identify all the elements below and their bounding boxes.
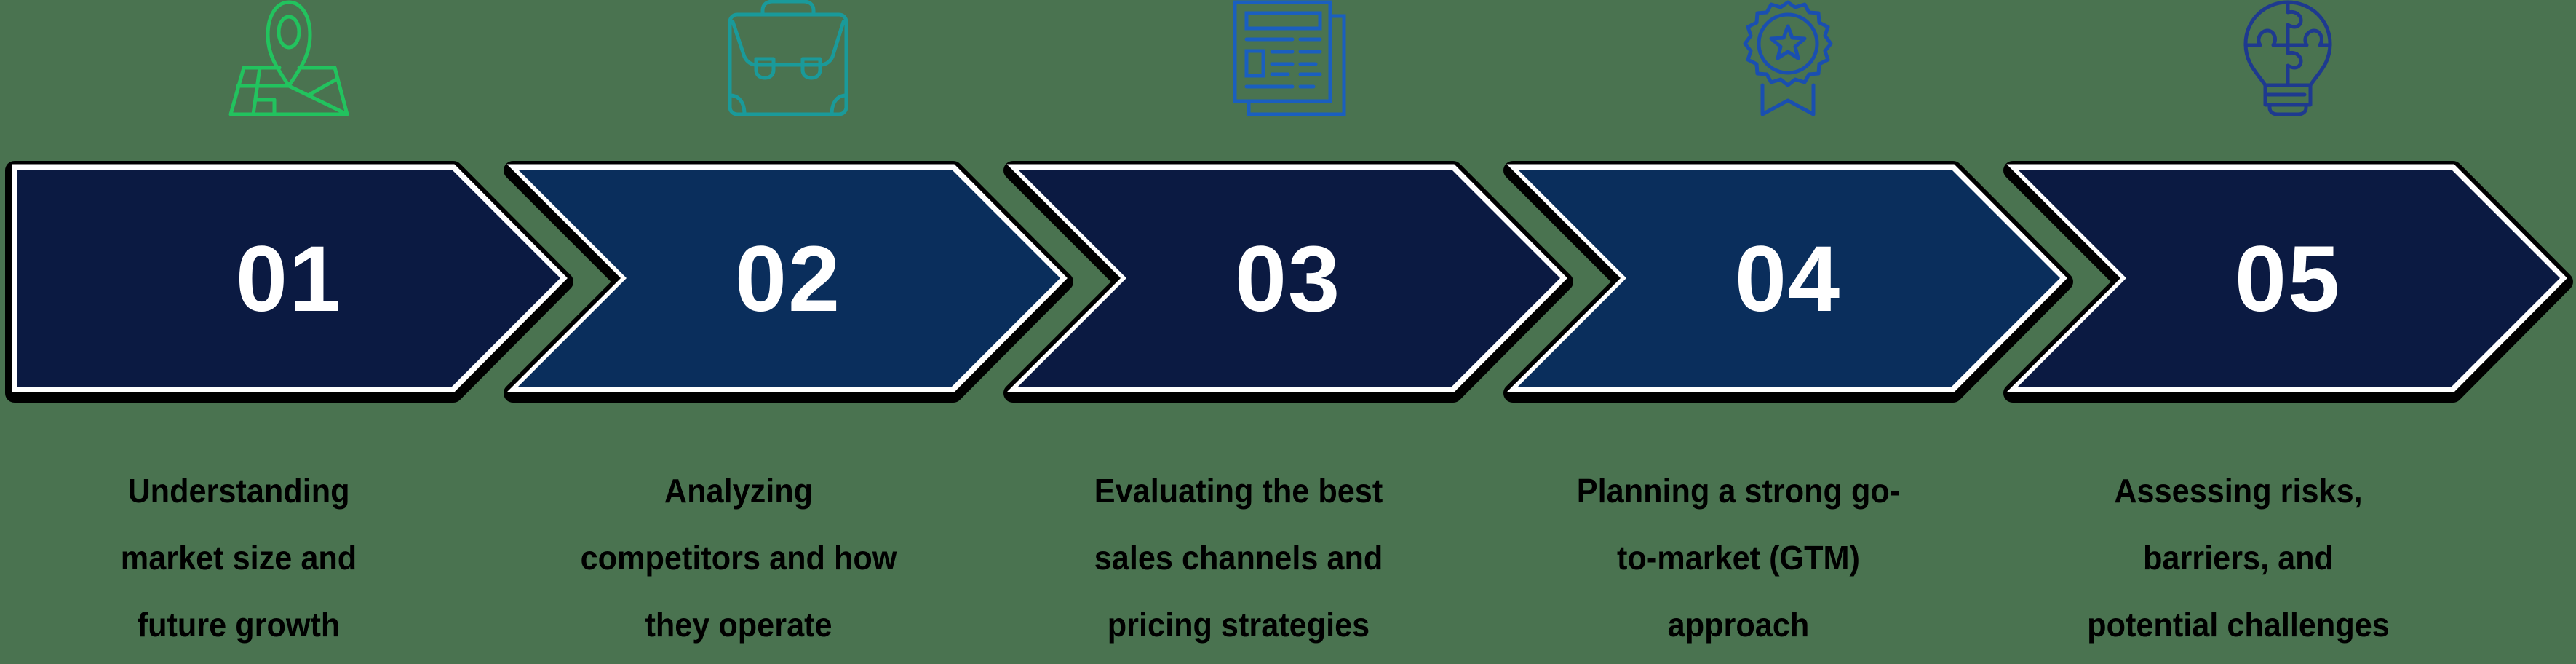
chevron-step-3 xyxy=(1003,161,1573,403)
description-line: future growth xyxy=(137,606,341,644)
chevron-fill-2 xyxy=(518,170,1060,387)
description-line: market size and xyxy=(120,539,357,577)
description-line: they operate xyxy=(645,606,832,644)
step-description: Assessing risks, barriers, and potential… xyxy=(2005,457,2471,658)
chevron-step-2 xyxy=(504,161,1073,403)
step-5: 05 Assessing risks, barriers, and potent… xyxy=(2000,0,2500,664)
step-number: 03 xyxy=(1234,227,1342,331)
chevron-step-1 xyxy=(5,161,573,403)
description-line: Assessing risks, xyxy=(2114,472,2363,510)
step-description: Evaluating the best sales channels and p… xyxy=(1006,457,1471,658)
step-number: 05 xyxy=(2234,227,2342,331)
step-number: 04 xyxy=(1734,227,1842,331)
description-line: potential challenges xyxy=(2087,606,2390,644)
step-2: 02 Analyzing competitors and how they op… xyxy=(500,0,1000,664)
chevron-step-4 xyxy=(1503,161,2073,403)
step-4: 04 Planning a strong go- to-market (GTM)… xyxy=(1500,0,2000,664)
award-badge-icon xyxy=(1722,0,1853,118)
chevron-fill-1 xyxy=(17,170,560,387)
step-number: 02 xyxy=(734,227,842,331)
description-line: pricing strategies xyxy=(1107,606,1370,644)
description-line: competitors and how xyxy=(580,539,897,577)
newspaper-icon xyxy=(1223,0,1353,118)
map-location-pin-icon xyxy=(223,0,354,118)
description-line: approach xyxy=(1667,606,1810,644)
step-3: 03 Evaluating the best sales channels an… xyxy=(1000,0,1500,664)
step-description: Understanding market size and future gro… xyxy=(6,457,472,658)
step-description: Planning a strong go- to-market (GTM) ap… xyxy=(1506,457,1971,658)
description-line: sales channels and xyxy=(1094,539,1383,577)
description-line: Understanding xyxy=(127,472,350,510)
chevron-fill-3 xyxy=(1018,170,1560,387)
briefcase-icon xyxy=(723,0,854,118)
lightbulb-puzzle-icon xyxy=(2222,0,2353,118)
step-number: 01 xyxy=(235,227,343,331)
description-line: barriers, and xyxy=(2143,539,2334,577)
chevron-fill-5 xyxy=(2018,170,2560,387)
step-1: 01 Understanding market size and future … xyxy=(0,0,500,664)
description-line: to-market (GTM) xyxy=(1617,539,1860,577)
description-line: Evaluating the best xyxy=(1094,472,1383,510)
step-description: Analyzing competitors and how they opera… xyxy=(506,457,971,658)
chevron-fill-4 xyxy=(1518,170,2060,387)
chevron-step-5 xyxy=(2003,161,2573,403)
description-line: Analyzing xyxy=(664,472,814,510)
description-line: Planning a strong go- xyxy=(1576,472,1901,510)
